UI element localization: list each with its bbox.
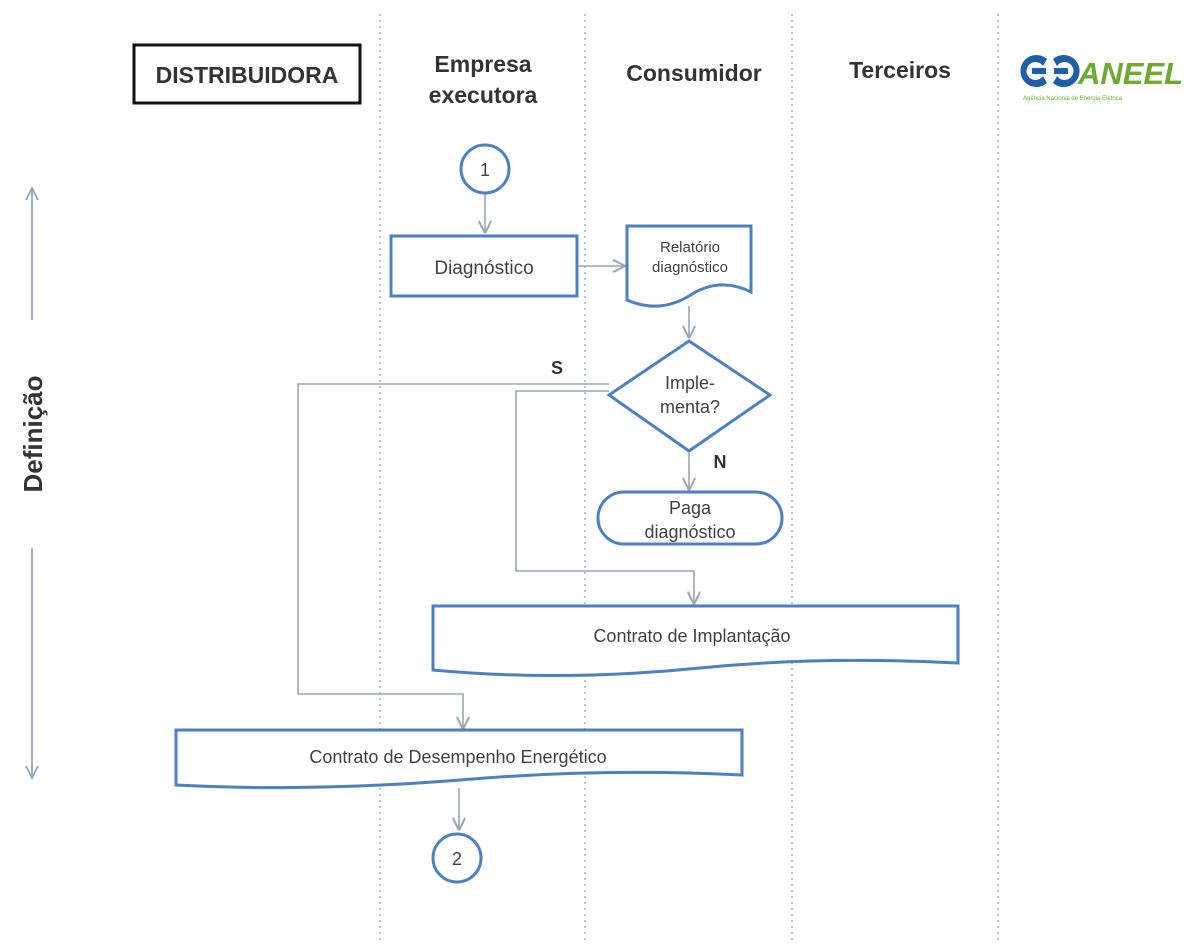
lane-title-consumidor: Consumidor [626, 60, 761, 86]
phase-label: Definição [18, 375, 48, 492]
diagnostico-label: Diagnóstico [434, 258, 533, 279]
phase-arrowhead-down [25, 765, 39, 781]
contrato-desempenho-document [174, 728, 744, 790]
relatorio-label-line2: diagnóstico [652, 259, 728, 276]
phase-arrowhead-up [25, 185, 39, 201]
paga-diagnostico-terminator [596, 490, 784, 546]
lane-title-empresa-line2: executora [429, 82, 538, 108]
logo-mark-left [1020, 55, 1047, 87]
lane-title-terceiros: Terceiros [849, 57, 951, 83]
lane-title-empresa-line1: Empresa [434, 51, 531, 77]
implementa-decision [606, 339, 773, 453]
aneel-logo: ANEEL Agência Nacional de Energia Elétri… [1020, 55, 1183, 102]
paga-label-line2: diagnóstico [644, 522, 735, 542]
decision-label-line2: menta? [660, 397, 720, 417]
logo-mark-bar-left [1032, 68, 1046, 74]
distribuidora-header-box [132, 43, 362, 105]
connector-decision-to-desempenho [297, 383, 609, 728]
paga-label-line1: Paga [669, 498, 712, 518]
logo-mark-right [1053, 55, 1080, 87]
start-connector-label: 1 [480, 160, 490, 180]
lane-title-distribuidora: DISTRIBUIDORA [156, 62, 339, 88]
logo-mark-bar-right [1054, 68, 1068, 74]
diagnostico-process [389, 234, 579, 298]
branch-label-no: N [714, 452, 727, 472]
contrato-desempenho-label: Contrato de Desempenho Energético [309, 747, 606, 767]
start-connector [459, 143, 511, 195]
logo-subtitle: Agência Nacional de Energia Elétrica [1023, 96, 1123, 102]
relatorio-document [625, 224, 753, 308]
logo-text: ANEEL [1077, 56, 1183, 91]
branch-label-yes: S [551, 358, 563, 378]
decision-label-line1: Imple- [665, 373, 715, 393]
end-connector [431, 832, 483, 884]
contrato-implantacao-label: Contrato de Implantação [593, 626, 790, 646]
contrato-implantacao-document [431, 604, 960, 678]
relatorio-label-line1: Relatório [660, 239, 720, 256]
connector-decision-to-implantacao [515, 390, 694, 603]
end-connector-label: 2 [452, 849, 462, 869]
